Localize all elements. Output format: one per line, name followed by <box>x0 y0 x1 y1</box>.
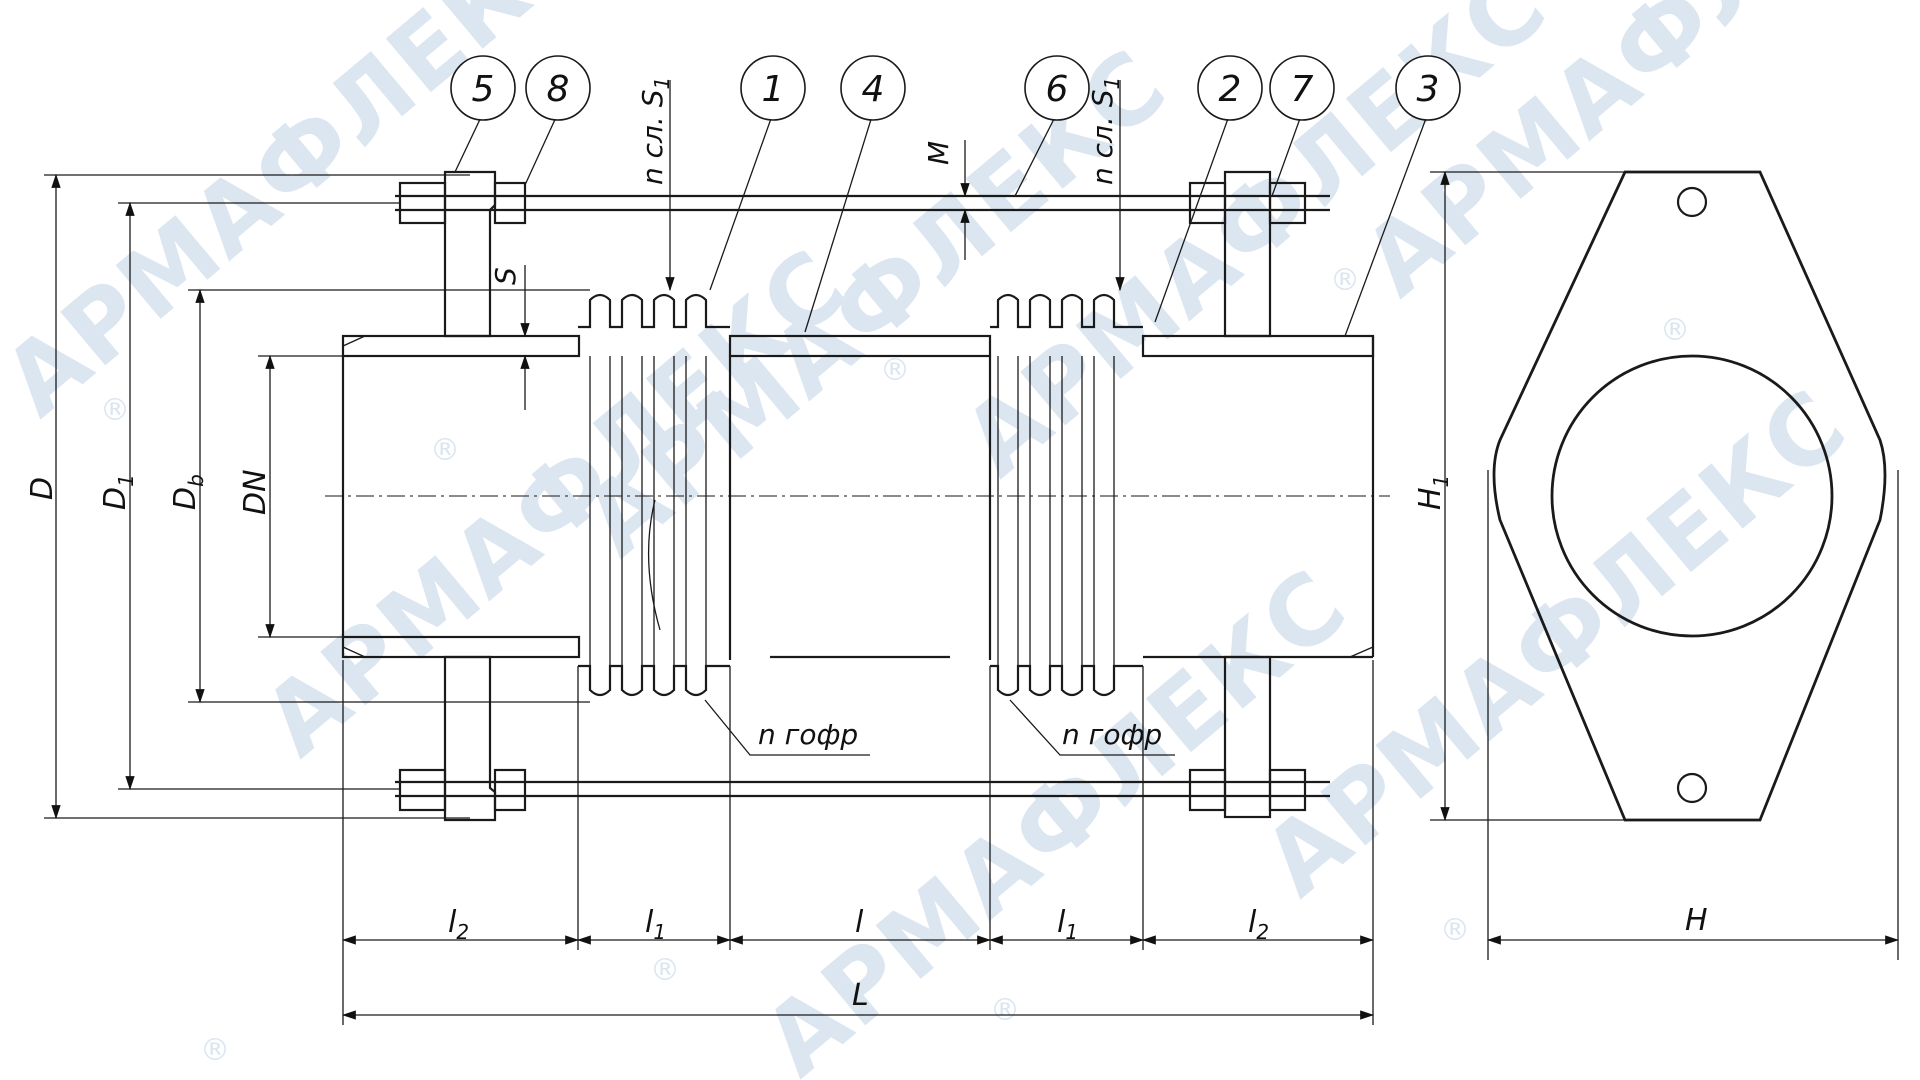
svg-text:8: 8 <box>547 69 570 110</box>
balloon-1: 1 <box>740 55 806 121</box>
dim-label-L: L <box>852 978 869 1013</box>
left-bellows <box>578 293 730 697</box>
dim-label-l: l <box>855 905 864 940</box>
dim-label-l2-right: l2 <box>1248 905 1269 944</box>
svg-text:3: 3 <box>1417 69 1440 110</box>
dim-label-layers-right: n сл. S1 <box>1086 77 1124 185</box>
flange-side-view <box>1492 170 1887 822</box>
balloon-4: 4 <box>840 55 906 121</box>
balloon-2: 2 <box>1197 55 1263 121</box>
svg-text:5: 5 <box>472 69 495 110</box>
dimension-labels: D D1 Db DN S M n сл. S1 n сл. S1 n гофр … <box>25 77 1708 1013</box>
dim-label-M: M <box>922 141 955 165</box>
leader-lines <box>454 112 1429 337</box>
dim-label-H: H <box>1685 903 1708 938</box>
watermark: АРМАФЛЕКС <box>243 228 868 778</box>
svg-text:2: 2 <box>1219 69 1242 110</box>
dim-label-l1-left: l1 <box>645 905 666 944</box>
dim-label-l1-right: l1 <box>1057 905 1078 944</box>
watermark-registered-mark: ® <box>200 1033 230 1068</box>
watermark-registered-mark: ® <box>990 993 1020 1028</box>
watermark-registered-mark: ® <box>100 393 130 428</box>
balloon-5: 5 <box>450 55 516 121</box>
balloon-6: 6 <box>1024 55 1090 121</box>
balloon-7: 7 <box>1269 55 1335 121</box>
middle-pipe <box>728 334 992 660</box>
svg-text:4: 4 <box>862 69 885 110</box>
watermark-registered-mark: ® <box>430 433 460 468</box>
dim-label-H1: H1 <box>1413 475 1453 510</box>
watermark-registered-mark: ® <box>880 353 910 388</box>
dim-label-D1: D1 <box>98 474 138 510</box>
watermark-registered-mark: ® <box>650 953 680 988</box>
watermark-registered-mark: ® <box>1330 263 1360 298</box>
watermark: АРМАФЛЕКС <box>0 0 608 438</box>
right-bellows <box>990 293 1143 697</box>
dim-label-Db: Db <box>168 474 208 510</box>
dim-label-corrugations-right: n гофр <box>1062 718 1162 751</box>
tie-rods <box>395 181 1330 812</box>
dim-label-S: S <box>489 267 522 285</box>
dimension-lines <box>44 80 1900 1025</box>
svg-text:7: 7 <box>1291 69 1314 110</box>
svg-text:1: 1 <box>762 69 785 110</box>
balloon-3: 3 <box>1395 55 1461 121</box>
watermark-registered-mark: ® <box>1440 913 1470 948</box>
watermark-registered-mark: ® <box>1660 313 1690 348</box>
svg-text:6: 6 <box>1046 69 1069 110</box>
dim-label-corrugations-left: n гофр <box>758 718 858 751</box>
dim-label-DN: DN <box>238 469 273 515</box>
dim-label-layers-left: n сл. S1 <box>636 77 674 185</box>
dim-label-l2-left: l2 <box>448 905 469 944</box>
dim-label-D: D <box>25 477 60 500</box>
balloon-8: 8 <box>525 55 591 121</box>
